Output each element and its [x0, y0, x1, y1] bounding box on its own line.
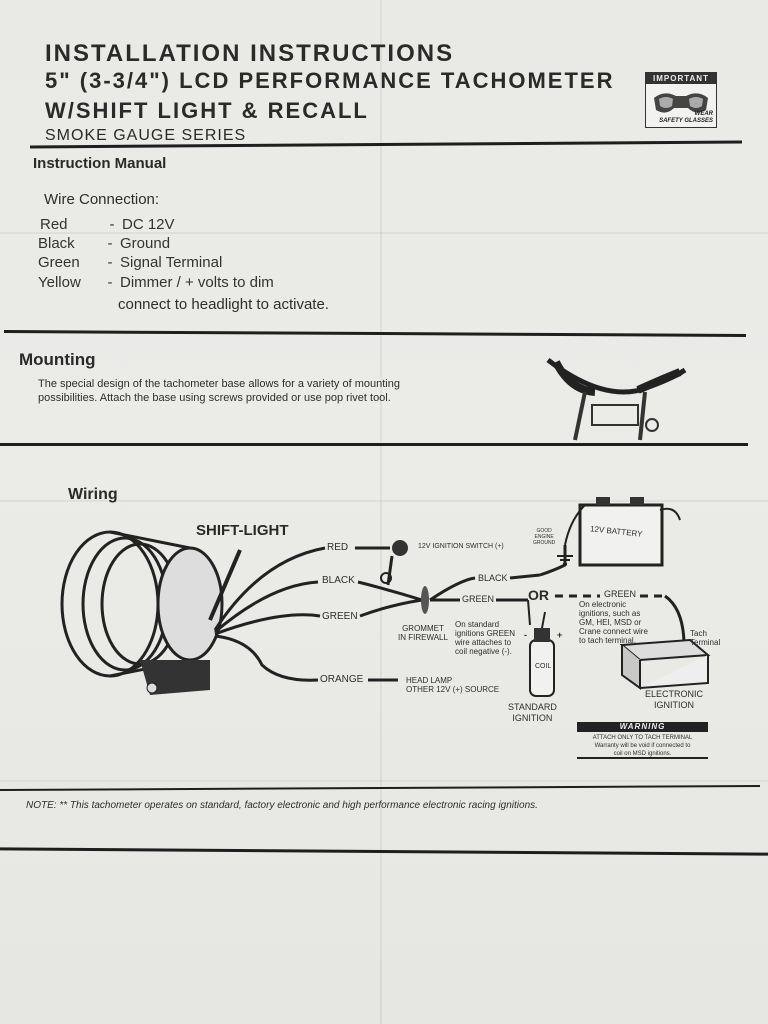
coil-icon: [529, 611, 555, 697]
shift-light-stalk: [208, 549, 242, 621]
head-lamp-1: HEAD LAMP: [406, 676, 453, 685]
coil-label: COIL: [535, 663, 552, 670]
good-ground-2: ENGINE: [534, 534, 554, 540]
electronic-note-3: GM, HEI, MSD or: [579, 618, 642, 627]
warning-text: ATTACH ONLY TO TACH TERMINAL Warranty wi…: [577, 734, 708, 758]
gauge-wires: [213, 546, 326, 682]
standard-note-2: ignitions GREEN: [455, 629, 516, 638]
standard-note-3: wire attaches to: [455, 638, 512, 647]
standard-ignition-1: STANDARD: [508, 702, 557, 712]
tach-terminal-label: Tach Terminal: [690, 629, 720, 647]
wire-desc: Ground: [120, 235, 171, 252]
safety-glasses-badge: IMPORTANT WEAR SAFETY GLASSES: [645, 72, 717, 128]
ignition-switch-label: 12V IGNITION SWITCH (+): [418, 543, 504, 550]
mounting-heading: Mounting: [19, 350, 96, 369]
paper-fold: [0, 500, 768, 502]
ignition-key-icon: [380, 572, 392, 584]
electronic-note-4: Crane connect wire: [579, 627, 648, 636]
firewall-grommet: [421, 586, 429, 614]
ignition-switch-icon: [392, 540, 408, 556]
safety-glasses-icon: [654, 93, 708, 113]
or-label: OR: [528, 587, 549, 603]
paper-fold: [0, 780, 768, 782]
grommet-1: GROMMET: [402, 624, 444, 633]
wire-color: Black: [38, 235, 75, 252]
wire-connection-label: Wire Connection:: [44, 191, 160, 208]
standard-note: On standard ignitions GREEN wire attache…: [455, 620, 515, 656]
electronic-ignition-1: ELECTRONIC: [645, 689, 704, 699]
wiring-heading: Wiring: [68, 486, 118, 503]
wire-row-yellow: Yellow -Dimmer / + volts to dim: [38, 274, 274, 291]
wire-label-red: RED: [327, 542, 349, 553]
wire-color: Yellow: [38, 274, 81, 291]
wire-dash: -: [107, 235, 113, 252]
badge-caption-2: SAFETY GLASSES: [659, 118, 713, 124]
mounting-text-1: The special design of the tachometer bas…: [38, 378, 400, 390]
wire-label-green-3: GREEN: [604, 589, 637, 599]
wire-row-green: Green -Signal Terminal: [38, 254, 222, 271]
warning-text-1: ATTACH ONLY TO TACH TERMINAL: [592, 735, 693, 741]
mounting-text-2: possibilities. Attach the base using scr…: [38, 392, 391, 404]
wire-label-green: GREEN: [322, 611, 358, 622]
wire-desc: Signal Terminal: [120, 254, 223, 271]
battery-icon: [564, 497, 681, 567]
electronic-note-2: ignitions, such as: [579, 609, 641, 618]
standard-ignition-label: STANDARD IGNITION: [508, 702, 557, 724]
electronic-note-5: to tach terminal.: [579, 636, 636, 645]
standard-note-4: coil negative (-).: [455, 647, 512, 656]
good-ground-label: GOOD ENGINE GROUND: [533, 528, 555, 546]
coil-plus: +: [557, 630, 563, 640]
wire-dash: -: [109, 216, 115, 233]
wire-label-orange: ORANGE: [320, 674, 364, 685]
wire-color: Red: [40, 216, 68, 233]
good-ground-1: GOOD: [536, 528, 552, 534]
wire-label-black: BLACK: [322, 575, 355, 586]
grommet-2: IN FIREWALL: [398, 633, 448, 642]
electronic-note-1: On electronic: [579, 600, 627, 609]
paper-fold: [380, 0, 382, 1024]
badge-caption-1: WEAR: [694, 111, 713, 117]
tach-terminal-2: Terminal: [690, 638, 721, 647]
electronic-ignition-label: ELECTRONIC IGNITION: [645, 689, 703, 711]
warning-text-3: coil on MSD ignitions.: [613, 751, 672, 757]
coil-minus: -: [524, 630, 527, 640]
wire-desc-continued: connect to headlight to activate.: [118, 296, 329, 313]
series-name: SMOKE GAUGE SERIES: [45, 127, 247, 144]
shift-light-label: SHIFT-LIGHT: [196, 522, 289, 539]
tach-terminal-1: Tach: [690, 629, 707, 638]
wire-dash: -: [107, 274, 113, 291]
tachometer-gauge: [60, 530, 224, 695]
doc-subtitle-2: W/SHIFT LIGHT & RECALL: [45, 98, 369, 123]
doc-title: INSTALLATION INSTRUCTIONS: [45, 40, 455, 67]
badge-title: IMPORTANT: [646, 73, 716, 84]
head-lamp-2: OTHER 12V (+) SOURCE: [406, 685, 500, 694]
wire-dash: -: [107, 254, 113, 271]
note-text: NOTE: ** This tachometer operates on sta…: [26, 800, 538, 811]
wire-desc: Dimmer / + volts to dim: [120, 274, 274, 291]
standard-ignition-2: IGNITION: [512, 713, 553, 723]
wire-label-green-2: GREEN: [462, 594, 495, 604]
warning-banner: WARNING: [577, 722, 708, 732]
wire-color: Green: [38, 254, 80, 271]
wire-row-black: Black -Ground: [38, 235, 170, 252]
good-ground-3: GROUND: [533, 540, 556, 546]
wire-row-red: Red -DC 12V: [40, 216, 175, 233]
electronic-ignition-2: IGNITION: [654, 700, 694, 710]
manual-heading: Instruction Manual: [33, 155, 167, 172]
divider: [0, 443, 748, 446]
ground-icon: [557, 555, 573, 565]
electronic-ignition-icon: [619, 638, 711, 690]
paper-fold: [0, 232, 768, 234]
doc-subtitle: 5" (3-3/4") LCD PERFORMANCE TACHOMETER: [45, 68, 615, 93]
wire-desc: DC 12V: [122, 216, 175, 233]
warning-text-2: Warranty will be void if connected to: [594, 743, 691, 749]
standard-note-1: On standard: [455, 620, 500, 629]
badge-caption: WEAR SAFETY GLASSES: [659, 111, 713, 125]
electronic-note: On electronic ignitions, such as GM, HEI…: [579, 600, 648, 645]
wire-label-black-2: BLACK: [478, 573, 508, 583]
head-lamp-label: HEAD LAMP OTHER 12V (+) SOURCE: [406, 676, 499, 694]
grommet-label: GROMMET IN FIREWALL: [398, 624, 448, 642]
